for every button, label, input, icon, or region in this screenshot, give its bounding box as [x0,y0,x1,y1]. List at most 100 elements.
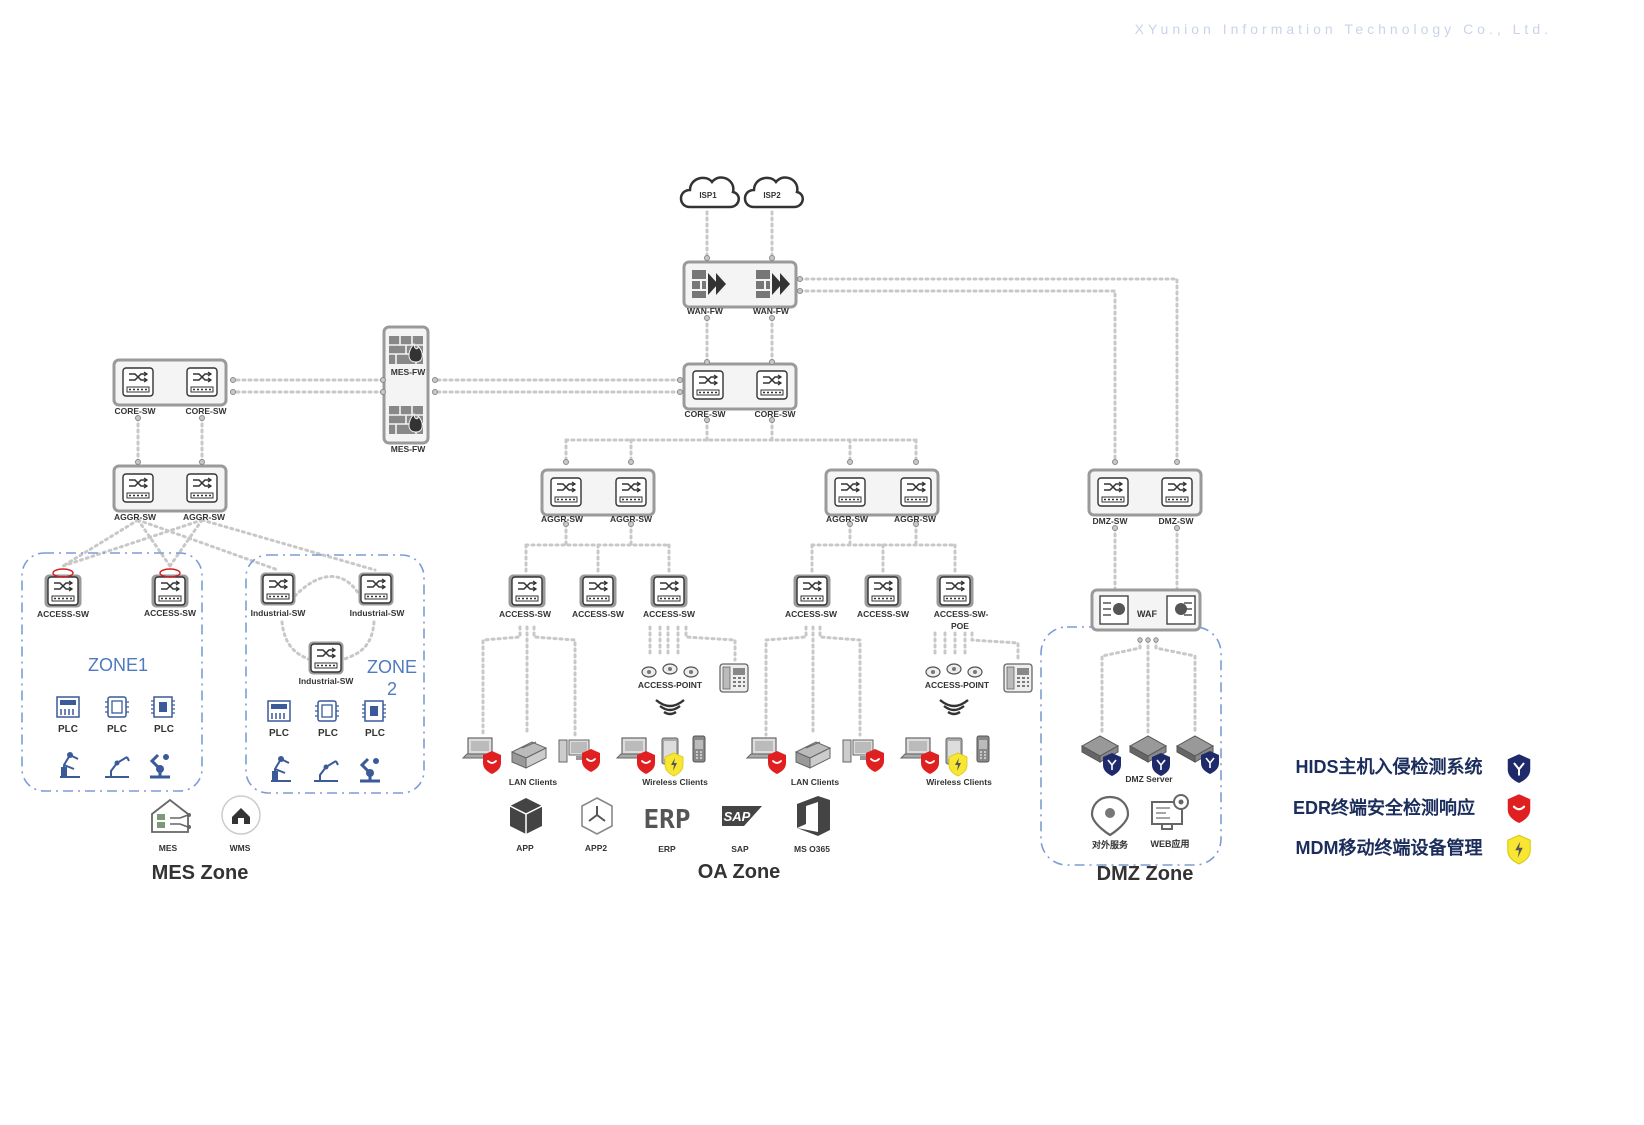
oa-access-switch-poe[interactable]: ACCESS-SW- POE [934,574,989,631]
mes-fw-label: MES-FW [391,367,426,377]
ip-phone-icon[interactable] [719,663,749,693]
aggr-sw-label: AGGR-SW [894,514,937,524]
access-sw-label: ACCESS-SW [572,609,625,619]
oa-app-app2[interactable]: APP2 [581,797,613,853]
oa-app-o365[interactable]: MS O365 [794,796,830,854]
lan-clients-group-2[interactable]: LAN Clients [746,737,885,787]
wireless-clients-label: Wireless Clients [926,777,992,787]
robot-arm-icon [270,755,292,782]
plc-label: PLC [107,724,127,735]
app2-label: APP2 [585,843,607,853]
switch-icon [834,477,866,507]
switch-icon [653,576,685,606]
switch-icon [186,367,218,397]
oa-access-switch-4[interactable]: ACCESS-SW [785,574,838,619]
wireless-clients-group-1[interactable]: Wireless Clients [616,735,708,787]
dmz-servers[interactable]: DMZ Server [1081,735,1220,784]
access-sw-label: ACCESS-SW [643,609,696,619]
access-point-label: ACCESS-POINT [925,680,990,690]
dmz-zone-title: DMZ Zone [1097,863,1194,885]
legend-mdm-text: MDM移动终端设备管理 [1296,837,1483,858]
core-sw-label: CORE-SW [684,409,726,419]
wan-fw-label: WAN-FW [687,306,724,316]
wan-firewall-pair[interactable]: WAN-FW WAN-FW [682,255,803,321]
access-point-group-2[interactable]: ACCESS-POINT [925,663,990,716]
industrial-switch-3[interactable]: Industrial-SW [299,641,355,686]
industrial-switch-2[interactable]: Industrial-SW [350,572,406,618]
mes-system[interactable]: MES [151,798,191,853]
lan-clients-group-1[interactable]: LAN Clients [462,737,601,787]
oa-zone-title: OA Zone [698,861,781,883]
company-name: XYunion Information Technology Co., Ltd. [1135,21,1552,37]
plc-label: PLC [365,728,385,739]
zone2-title: ZONE [367,657,417,677]
mes-zone-title: MES Zone [152,862,249,884]
external-service[interactable]: 对外服务 [1090,795,1130,850]
switch-icon [692,370,724,400]
edr-shield-icon [920,750,940,775]
oa-aggr-switch-pair-1[interactable]: AGGR-SW AGGR-SW [540,459,656,527]
oa-access-switch-1[interactable]: ACCESS-SW [499,574,552,619]
robot-arm-icon [358,756,382,783]
plc-icon [56,696,80,718]
access-sw-poe-label: ACCESS-SW- [934,609,989,619]
legend: HIDS主机入侵检测系统 EDR终端安全检测响应 MDM移动终端设备管理 [1293,753,1532,865]
robot-arm-icon [148,752,172,779]
wireless-clients-group-2[interactable]: Wireless Clients [900,735,992,787]
wms-label: WMS [230,843,251,853]
mes-aggr-switch-pair[interactable]: AGGR-SW AGGR-SW [112,459,228,523]
mes-access-switch-1[interactable]: ACCESS-SW [37,568,90,619]
dmz-server-label: DMZ Server [1125,774,1173,784]
core-sw-label: CORE-SW [185,406,227,416]
waf-appliance[interactable]: WAF [1090,588,1202,643]
aggr-sw-label: AGGR-SW [610,514,653,524]
oa-app-app[interactable]: APP [509,798,543,853]
wms-system[interactable]: WMS [221,795,261,853]
wifi-icon [939,699,969,716]
oa-app-erp[interactable]: ERP ERP [644,805,691,854]
switch-icon [615,477,647,507]
wifi-icon [655,699,685,716]
legend-edr-text: EDR终端安全检测响应 [1293,797,1475,818]
wan-fw-label: WAN-FW [753,306,790,316]
switch-icon [1161,477,1193,507]
oa-access-switch-3[interactable]: ACCESS-SW [643,574,696,619]
dmz-switch-pair[interactable]: DMZ-SW DMZ-SW [1087,459,1203,531]
plc-icon [314,700,340,722]
zone2-plcs: PLC PLC PLC [267,700,387,783]
oa-app-sap[interactable]: SAP SAP [722,806,762,854]
plc-icon [104,696,130,718]
isp1-cloud[interactable]: ISP1 [679,176,740,209]
mdm-shield-icon [948,752,968,777]
isp2-cloud[interactable]: ISP2 [743,176,804,209]
switch-icon [122,367,154,397]
legend-hids-text: HIDS主机入侵检测系统 [1295,756,1482,777]
mes-access-switch-2[interactable]: ACCESS-SW [144,568,197,618]
mes-firewall-pair[interactable]: MES-FW MES-FW [380,325,438,454]
oa-access-switch-5[interactable]: ACCESS-SW [857,574,910,619]
firewall-icon [388,335,424,365]
edr-shield-icon [767,750,787,775]
oa-core-switch-pair[interactable]: CORE-SW CORE-SW [677,359,798,423]
access-sw-label: ACCESS-SW [785,609,838,619]
industrial-switch-1[interactable]: Industrial-SW [251,572,307,618]
plc-label: PLC [318,728,338,739]
sap-label: SAP [731,844,749,854]
lan-clients-label: LAN Clients [509,777,557,787]
access-point-group-1[interactable]: ACCESS-POINT [638,663,703,716]
web-application[interactable]: WEB应用 [1151,794,1190,849]
switch-icon [186,473,218,503]
plc-label: PLC [269,728,289,739]
hids-shield-icon [1200,750,1220,775]
mes-core-switch-pair[interactable]: CORE-SW CORE-SW [112,358,236,421]
oa-access-switch-2[interactable]: ACCESS-SW [572,574,625,619]
aggr-sw-label: AGGR-SW [183,512,226,522]
ip-phone-icon[interactable] [1003,663,1033,693]
industrial-sw-label: Industrial-SW [299,676,355,686]
waf-label: WAF [1137,609,1157,619]
links [61,210,1197,737]
plc-icon [267,700,291,722]
oa-aggr-switch-pair-2[interactable]: AGGR-SW AGGR-SW [824,459,940,527]
switch-icon [796,576,828,606]
